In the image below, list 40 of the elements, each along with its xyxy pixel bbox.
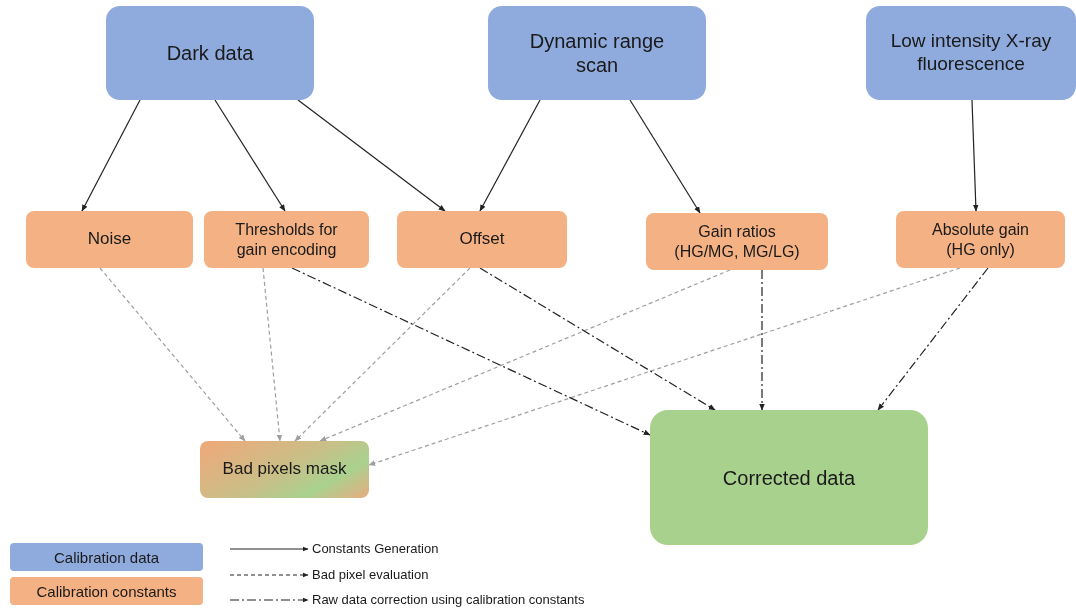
- constant-box: [26, 211, 193, 268]
- arrow: [291, 267, 651, 436]
- arrow: [479, 267, 716, 411]
- legend-label: Constants Generation: [312, 541, 439, 556]
- arrow: [294, 267, 471, 442]
- constant-box: [397, 211, 567, 268]
- arrow: [877, 267, 989, 411]
- box-label: Absolute gain (HG only): [931, 220, 1030, 259]
- box-label: Dark data: [166, 41, 254, 65]
- arrow: [368, 267, 961, 466]
- constant-box: [646, 213, 828, 270]
- constant-box: [204, 211, 369, 268]
- box-label: Gain ratios (HG/MG, MG/LG): [673, 222, 801, 261]
- legend-swatch: Calibration data: [10, 543, 203, 571]
- arrow: [971, 99, 979, 212]
- box-label: Offset: [459, 229, 505, 250]
- arrow: [629, 99, 701, 214]
- legend-label: Raw data correction using calibration constants: [312, 592, 585, 607]
- arrow: [319, 269, 731, 442]
- arrow: [99, 267, 246, 442]
- legend-label: Bad pixel evaluation: [312, 566, 429, 582]
- box-label: Low intensity X-ray fluorescence: [889, 30, 1053, 76]
- box-label: Thresholds for gain encoding: [234, 220, 339, 259]
- data-box: [866, 6, 1076, 100]
- result-box: [650, 410, 928, 545]
- constant-box: [896, 211, 1065, 268]
- arrow: [262, 267, 283, 442]
- mask-box: [200, 441, 369, 498]
- legend-swatch: Calibration constants: [10, 577, 203, 605]
- arrow: [81, 99, 141, 212]
- data-box: [106, 6, 314, 100]
- arrow: [214, 99, 286, 212]
- data-box: [488, 6, 706, 100]
- arrow: [479, 99, 541, 212]
- arrow: [759, 269, 765, 411]
- box-label: Corrected data: [722, 465, 856, 490]
- box-label: Bad pixels mask: [222, 459, 347, 480]
- box-label: Noise: [87, 229, 132, 250]
- arrow: [297, 99, 446, 212]
- box-label: Dynamic range scan: [528, 29, 666, 77]
